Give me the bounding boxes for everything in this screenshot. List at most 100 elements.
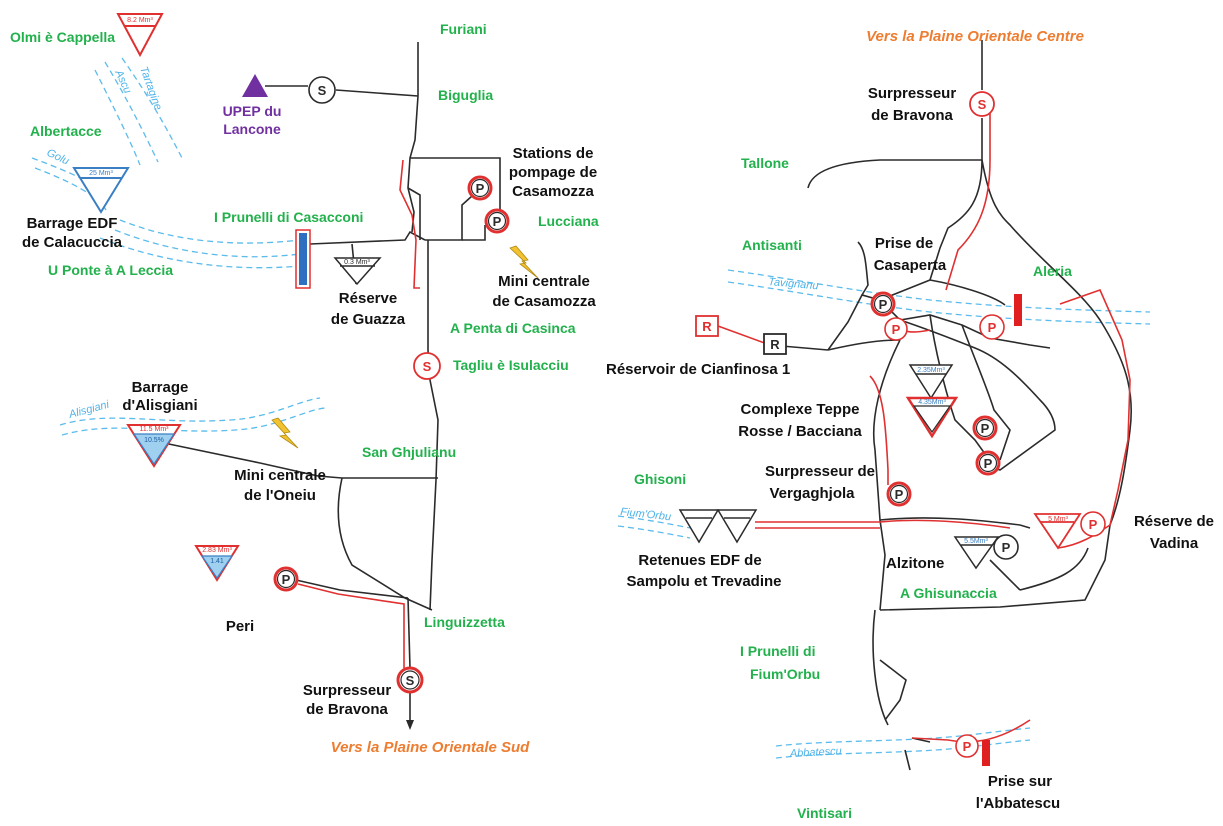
commune-furiani: Furiani — [440, 21, 487, 37]
pump-casaperta-symbol: P — [879, 297, 888, 312]
river-label-tavignanu: Tavignanu — [768, 276, 819, 292]
guazza-label-2: de Guazza — [331, 311, 406, 328]
reservoir-cianfinosa-symbol: R — [770, 337, 780, 352]
teppe-upper-reservoir: 2.35Mm³ — [908, 364, 954, 400]
pump-casaperta-icon — [873, 294, 893, 314]
alzitone-reservoir: 5.5Mm³ — [953, 536, 1000, 570]
bravona-centre-label-2: de Bravona — [871, 107, 953, 124]
prise-abbatescu-label-1: Prise sur — [988, 773, 1052, 790]
left-station-symbols: S P P S P S — [273, 76, 510, 694]
mini-oneiu-label-1: Mini centrale — [234, 467, 326, 484]
retenues-label-2: Sampolu et Trevadine — [626, 573, 781, 590]
alisgiani-label-2: d'Alisgiani — [122, 397, 197, 414]
surpresseur-penta-icon — [413, 352, 441, 380]
bravona-sud-label-1: Surpresseur — [303, 682, 392, 699]
commune-san-ghjulianu: San Ghjulianu — [362, 444, 456, 460]
surpresseur-bravona-sud-icon — [400, 670, 420, 690]
vadina-capacity: 5 Mm³ — [1048, 516, 1069, 523]
right-reservoirs: 2.35Mm³ 4.35Mm³ 5.5Mm³ 5 Mm³ — [678, 364, 1082, 570]
pump-abbatescu-symbol: P — [963, 739, 972, 754]
alzitone-label: Alzitone — [886, 555, 944, 572]
direction-south: Vers la Plaine Orientale Sud — [331, 739, 531, 756]
calacuccia-reservoir: 25 Mm³ — [72, 167, 130, 214]
alzitone-capacity: 5.5Mm³ — [964, 538, 988, 545]
left-network: Tartagine Ascu Golu Alisgiani — [10, 13, 599, 756]
commune-a-penta: A Penta di Casinca — [450, 320, 576, 336]
surpresseur-vergaghjola-icon — [889, 484, 909, 504]
river-label-ascu: Ascu — [112, 67, 134, 95]
pump-aleria-icon — [979, 314, 1005, 340]
pump-peri-symbol: P — [282, 572, 291, 587]
teppe-lower-capacity: 4.35Mm³ — [918, 399, 946, 406]
olmi-reservoir: 8.2 Mm³ — [116, 13, 164, 58]
pump-teppe-2-icon — [978, 453, 998, 473]
pump-teppe-1-icon — [975, 418, 995, 438]
mini-centrale-casamozza-icon — [509, 245, 539, 279]
commune-ghisunaccia: A Ghisunaccia — [900, 585, 997, 601]
cianfinosa-label: Réservoir de Cianfinosa 1 — [606, 361, 790, 378]
reservoir-r-red-symbol: R — [702, 319, 712, 334]
commune-prunelli-fiumorbu-1: I Prunelli di — [740, 643, 815, 659]
peri-fill: 1.41 — [210, 558, 224, 565]
surpresseur-penta-symbol: S — [423, 359, 432, 374]
reservoir-cianfinosa-icon — [763, 333, 787, 355]
pump-casamozza-1-icon — [470, 178, 490, 198]
peri-capacity: 2.83 Mm³ — [202, 547, 232, 554]
river-label-abbatescu: Abbatescu — [789, 745, 843, 760]
right-rivers: Tavignanu Fium'Orbu Abbatescu — [617, 269, 1151, 760]
guazza-reservoir: 0.3 Mm³ — [333, 257, 382, 286]
peri-reservoir: 2.83 Mm³ 1.41 — [194, 545, 240, 582]
surpresseur-lancone-icon — [308, 76, 336, 104]
calacuccia-capacity: 25 Mm³ — [89, 170, 113, 177]
river-label-fiumorbu: Fium'Orbu — [620, 506, 672, 523]
pump-vadina-icon — [1080, 511, 1106, 537]
pump-casamozza-2-symbol: P — [493, 214, 502, 229]
right-pipes — [755, 40, 1133, 771]
river-label-tartagine: Tartagine — [137, 65, 164, 112]
alisgiani-fill: 10.5% — [144, 437, 164, 444]
commune-prunelli-fiumorbu-2: Fium'Orbu — [750, 666, 820, 682]
left-pipes — [163, 42, 501, 730]
commune-u-ponte: U Ponte à A Leccia — [48, 262, 173, 278]
surpresseur-lancone-symbol: S — [318, 83, 327, 98]
prunelli-dam-icon — [299, 233, 307, 285]
alisgiani-label-1: Barrage — [132, 379, 189, 396]
casaperta-label-2: Casaperta — [874, 257, 947, 274]
commune-olmi: Olmi è Cappella — [10, 29, 115, 45]
bravona-sud-label-2: de Bravona — [306, 701, 388, 718]
prise-abbatescu-label-2: l'Abbatescu — [976, 795, 1060, 812]
pump-teppe-1-symbol: P — [981, 421, 990, 436]
surpresseur-bravona-sud-symbol: S — [406, 673, 415, 688]
pump-alzitone-icon — [993, 534, 1019, 560]
aleria-dam-icon — [1014, 294, 1022, 326]
right-station-symbols: S P P P P P P P P P — [870, 91, 1106, 758]
pump-abbatescu-icon — [955, 734, 979, 758]
pump-teppe-2-symbol: P — [984, 456, 993, 471]
retenues-label-1: Retenues EDF de — [638, 552, 761, 569]
left-reservoirs: 8.2 Mm³ 25 Mm³ 0.3 Mm³ 11.5 Mm³ 10.5% 2.… — [72, 13, 382, 582]
surpresseur-vergaghjola-symbol: P — [895, 487, 904, 502]
olmi-capacity: 8.2 Mm³ — [127, 17, 153, 24]
guazza-label-1: Réserve — [339, 290, 397, 307]
pump-aleria-symbol: P — [988, 320, 997, 335]
mini-centrale-oneiu-icon — [271, 417, 299, 449]
retenues-edf — [678, 509, 758, 544]
alisgiani-reservoir: 11.5 Mm³ 10.5% — [126, 424, 182, 468]
right-labels: Vers la Plaine Orientale Centre Surpress… — [606, 28, 1214, 821]
left-labels: Olmi è Cappella Albertacce U Ponte à A L… — [10, 21, 599, 756]
direction-centre: Vers la Plaine Orientale Centre — [866, 28, 1084, 45]
mini-casamozza-label-2: de Casamozza — [492, 293, 596, 310]
teppe-upper-capacity: 2.35Mm³ — [917, 367, 945, 374]
mini-casamozza-label-1: Mini centrale — [498, 273, 590, 290]
upep-lancone-label-2: Lancone — [223, 121, 281, 137]
surpresseur-bravona-centre-symbol: S — [978, 97, 987, 112]
vergaghjola-label-1: Surpresseur de — [765, 463, 875, 480]
abbatescu-dam-icon — [982, 740, 990, 766]
upep-lancone-label-1: UPEP du — [223, 103, 282, 119]
commune-aleria: Aleria — [1033, 263, 1072, 279]
commune-linguizzetta: Linguizzetta — [424, 614, 505, 630]
commune-lucciana: Lucciana — [538, 213, 599, 229]
commune-antisanti: Antisanti — [742, 237, 802, 253]
right-network: Tavignanu Fium'Orbu Abbatescu — [606, 28, 1214, 821]
